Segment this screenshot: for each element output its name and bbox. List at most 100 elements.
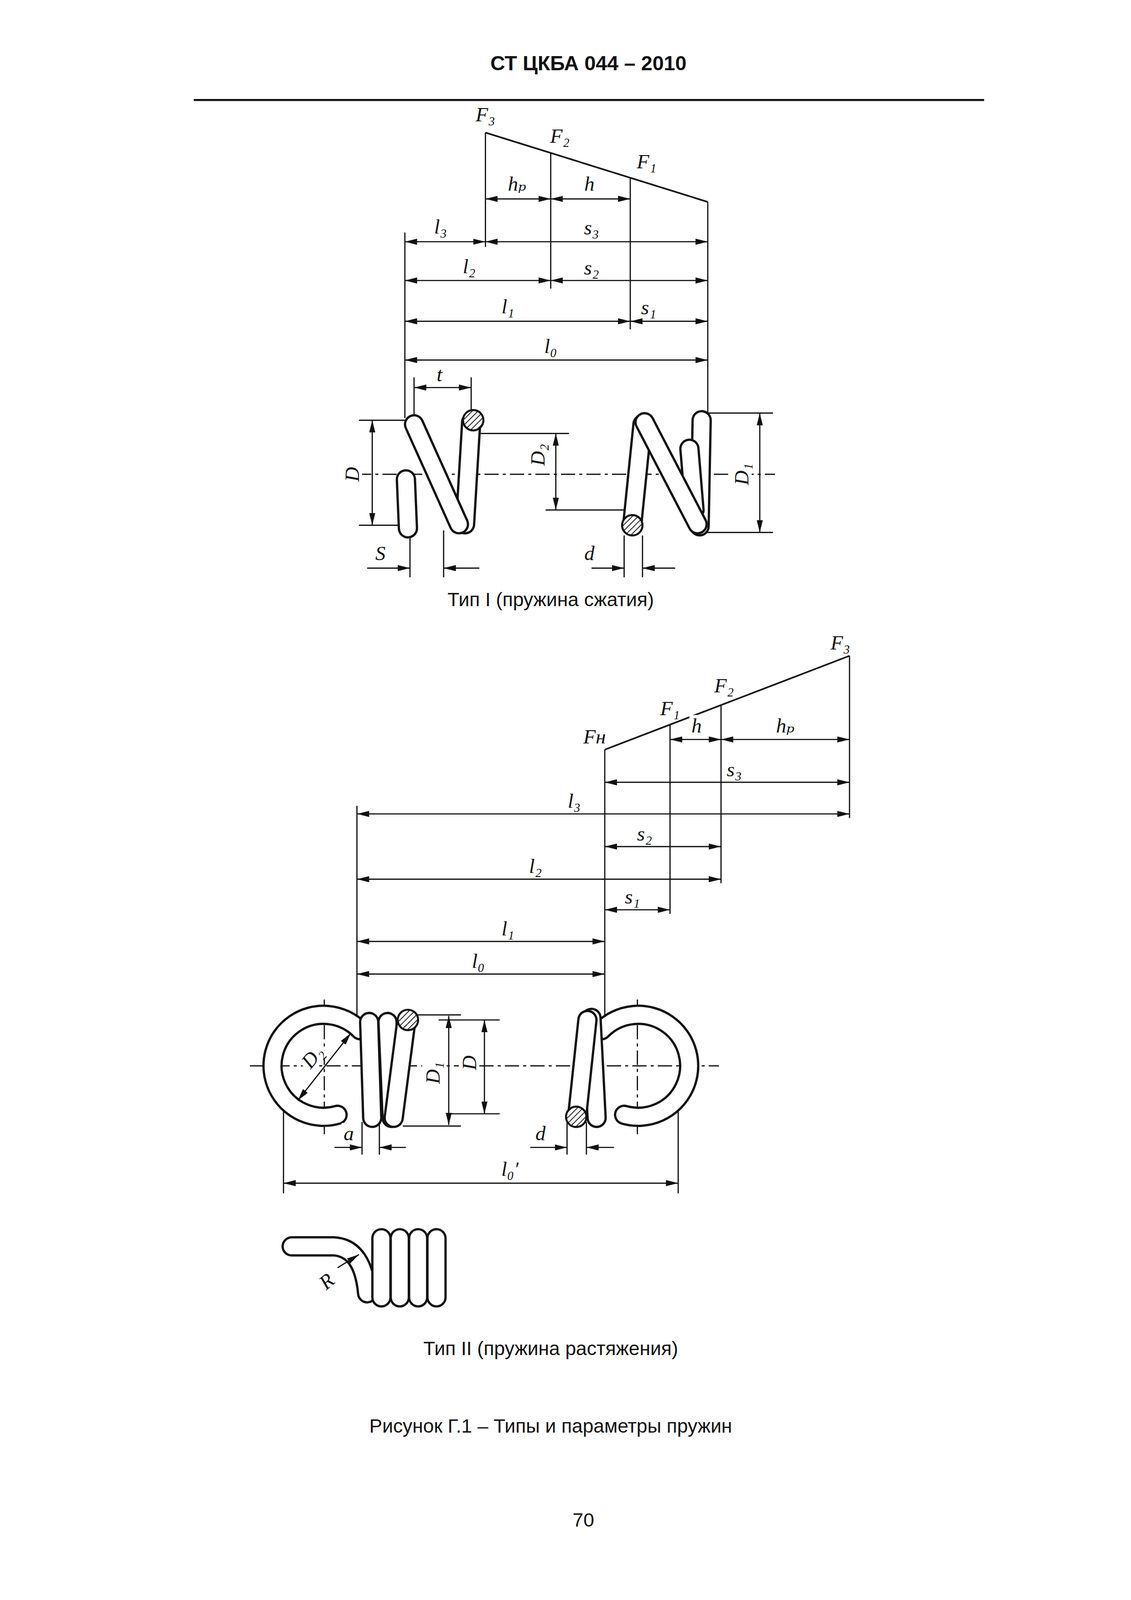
dimension-label: a bbox=[341, 1122, 356, 1144]
dimension-label: hₚ bbox=[773, 715, 797, 736]
extension-line bbox=[566, 1121, 568, 1155]
spring-wire-fill bbox=[601, 1014, 690, 1117]
spring-wire bbox=[393, 1023, 406, 1118]
dimension-line bbox=[642, 567, 676, 569]
dimension-label: l₁ bbox=[499, 295, 517, 317]
extension-line bbox=[586, 1121, 588, 1155]
spring-wire bbox=[405, 479, 408, 529]
spring-wire-fill bbox=[373, 1238, 390, 1298]
dimension-label: s₃ bbox=[724, 758, 744, 780]
dimension-label: F₁ bbox=[658, 697, 682, 719]
dimension-label: l₂ bbox=[460, 255, 478, 277]
extension-line bbox=[402, 1125, 461, 1127]
dimension-label: l₂ bbox=[527, 855, 545, 877]
dimension-line bbox=[448, 1015, 450, 1125]
dimension-label: s₁ bbox=[622, 886, 643, 907]
spring-wire-fill bbox=[272, 1014, 361, 1117]
extension-line bbox=[378, 1121, 381, 1155]
dimension-line bbox=[357, 973, 605, 975]
figure-caption: Рисунок Г.1 – Типы и параметры пружин bbox=[369, 1416, 733, 1436]
dimension-line bbox=[669, 738, 722, 741]
extension-line bbox=[623, 535, 625, 578]
spring-wire-fill bbox=[405, 479, 408, 529]
spring-wire-fill bbox=[465, 422, 472, 525]
dimension-line bbox=[367, 567, 410, 569]
dimension-label: D₁ bbox=[731, 461, 752, 488]
extension-line bbox=[669, 725, 671, 914]
dimension-line bbox=[443, 567, 480, 569]
spring-wire bbox=[389, 1238, 410, 1298]
extension-line bbox=[629, 177, 632, 330]
extension-line bbox=[448, 1113, 500, 1115]
dimension-line bbox=[550, 280, 708, 282]
wire-section bbox=[622, 514, 643, 536]
dimension-label: F₃ bbox=[828, 632, 853, 653]
extension-line bbox=[442, 530, 445, 578]
force-line bbox=[485, 132, 708, 203]
dimension-line bbox=[283, 1182, 679, 1184]
spring-wire-fill bbox=[414, 424, 459, 524]
page-number: 70 bbox=[572, 1509, 594, 1530]
dimension-label: s₂ bbox=[634, 823, 654, 844]
extension-line bbox=[720, 704, 722, 883]
dimension-line bbox=[555, 433, 557, 510]
dimension-line bbox=[357, 813, 850, 815]
force-line bbox=[604, 655, 850, 750]
wire-section bbox=[565, 1106, 587, 1127]
type-caption: Тип II (пружина растяжения) bbox=[423, 1338, 679, 1358]
spring-wire bbox=[632, 424, 643, 524]
dimension-line bbox=[530, 1146, 568, 1148]
dimension-line bbox=[404, 359, 708, 361]
page-header: СТ ЦКБА 044 – 2010 bbox=[490, 52, 687, 74]
dimension-label: h bbox=[582, 173, 597, 194]
dimension-label: l₀ bbox=[542, 335, 560, 357]
dimension-label: D bbox=[341, 464, 363, 484]
dimension-label: s₁ bbox=[638, 296, 659, 318]
extension-line bbox=[484, 132, 487, 247]
spring-wire bbox=[465, 422, 472, 525]
dimension-label: t bbox=[434, 363, 445, 385]
dimension-label: l₃ bbox=[565, 790, 583, 811]
dimension-label: s₃ bbox=[581, 217, 602, 238]
wire-section bbox=[397, 1009, 419, 1031]
radius-leader bbox=[337, 1254, 359, 1268]
dimension-line bbox=[357, 878, 722, 880]
dimension-line bbox=[485, 198, 551, 200]
extension-line bbox=[545, 509, 633, 511]
dimension-line bbox=[404, 241, 486, 243]
dimension-line bbox=[379, 1146, 406, 1148]
dimension-label: D₁ bbox=[422, 1059, 443, 1086]
extension-line bbox=[703, 412, 774, 414]
spring-wire bbox=[371, 1238, 392, 1298]
spring-wire-fill bbox=[632, 424, 643, 524]
dimension-label: D₂ bbox=[527, 441, 548, 468]
dimension-label: F₃ bbox=[473, 103, 498, 125]
spring-wire-fill bbox=[369, 1022, 373, 1118]
extension-line bbox=[470, 377, 473, 412]
spring-wire bbox=[644, 422, 698, 525]
header-rule bbox=[193, 98, 985, 101]
dimension-line bbox=[485, 241, 708, 243]
dimension-line bbox=[550, 198, 631, 200]
extension-line bbox=[604, 749, 606, 1021]
dimension-line bbox=[604, 781, 850, 784]
dimension-line bbox=[721, 738, 850, 741]
dimension-line bbox=[759, 413, 761, 533]
spring-wire-fill bbox=[428, 1238, 445, 1298]
dimension-line bbox=[630, 320, 708, 322]
spring-wire-fill bbox=[644, 422, 698, 525]
dimension-line bbox=[604, 845, 722, 848]
dimension-line bbox=[483, 1019, 486, 1114]
spring-wire-fill bbox=[391, 1238, 408, 1298]
dimension-line bbox=[404, 280, 551, 282]
spring-wire bbox=[414, 424, 459, 524]
dimension-line bbox=[591, 567, 625, 569]
dimension-label: F₁ bbox=[634, 150, 659, 172]
spring-wire bbox=[369, 1022, 373, 1118]
extension-line bbox=[356, 805, 358, 1021]
extension-line bbox=[404, 232, 406, 419]
dimension-line bbox=[586, 1146, 614, 1148]
type-caption: Тип I (пружина сжатия) bbox=[447, 590, 654, 610]
extension-line bbox=[549, 152, 552, 289]
